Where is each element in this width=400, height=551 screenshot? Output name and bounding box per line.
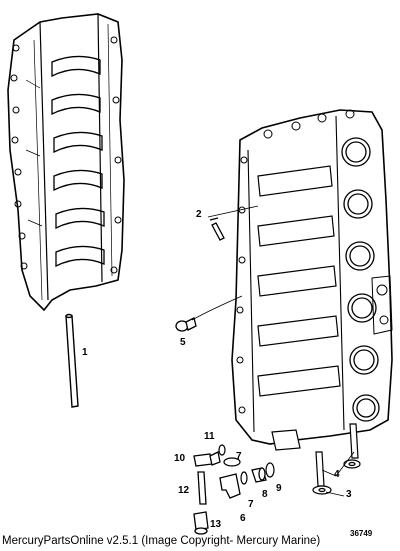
part-4-stud — [315, 423, 359, 487]
leader-line-2 — [207, 205, 259, 218]
part-9-o-ring — [265, 462, 275, 478]
part-10-elbow-fitting — [193, 451, 221, 467]
leader-line-5 — [191, 295, 243, 321]
callout-8: 8 — [262, 489, 268, 500]
part-7-seal-upper — [223, 457, 241, 467]
leader-line-3 — [325, 491, 345, 497]
callout-2: 2 — [196, 209, 202, 220]
part-11-o-ring — [218, 444, 226, 456]
part-1-dowel-rod — [65, 313, 79, 408]
diagram-number: 36749 — [350, 529, 373, 538]
part-2-pin — [209, 217, 225, 241]
callout-13: 13 — [210, 519, 222, 530]
part-12-tube — [197, 471, 207, 505]
part-5-fitting — [175, 317, 197, 332]
part-6-elbow — [219, 473, 241, 499]
part-13-fitting — [193, 511, 209, 535]
callout-4: 4 — [334, 469, 340, 480]
leader-line-4 — [321, 451, 355, 477]
part-8-fitting — [251, 467, 267, 483]
callout-10: 10 — [174, 453, 186, 464]
callout-6: 6 — [240, 513, 246, 524]
crankcase-cover-part — [7, 13, 125, 312]
part-7-seal-lower — [240, 471, 248, 485]
callout-3: 3 — [346, 489, 352, 500]
copyright-caption: MercuryPartsOnline v2.5.1 (Image Copyrig… — [2, 535, 321, 547]
callout-1: 1 — [82, 347, 88, 358]
callout-7a: 7 — [236, 451, 242, 462]
callout-12: 12 — [178, 485, 190, 496]
cylinder-block-part — [231, 109, 393, 451]
callout-5: 5 — [180, 337, 186, 348]
callout-9: 9 — [276, 483, 282, 494]
callout-11: 11 — [204, 431, 215, 442]
callout-7b: 7 — [248, 499, 254, 510]
